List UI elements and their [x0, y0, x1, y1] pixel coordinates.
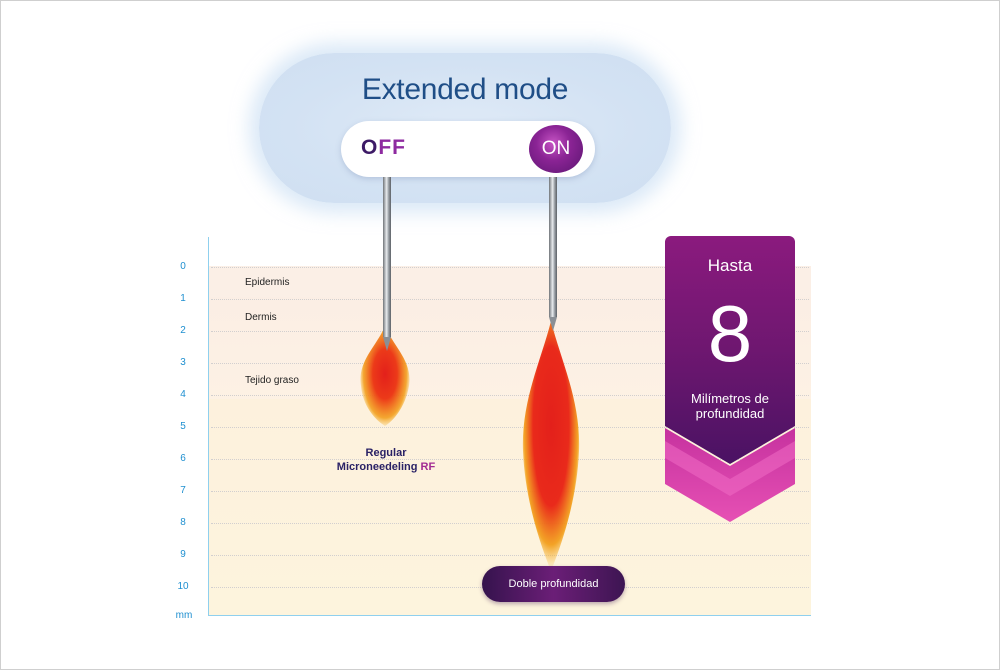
layer-label-dermis: Dermis — [245, 312, 277, 323]
toggle-off-label-o: O — [361, 136, 379, 159]
depth-tick-label: 8 — [180, 517, 186, 528]
banner-suffix: Milímetros de profundidad — [665, 391, 795, 421]
regular-needle — [383, 177, 391, 337]
depth-gridline — [211, 267, 809, 268]
depth-tick-label: 6 — [180, 453, 186, 464]
depth-tick-label: 3 — [180, 357, 186, 368]
depth-gridline — [211, 427, 809, 428]
depth-axis-line — [208, 237, 209, 616]
depth-tick-label: 4 — [180, 389, 186, 400]
depth-gridline — [211, 363, 809, 364]
depth-gridline — [211, 331, 809, 332]
depth-tick-label: 10 — [177, 581, 189, 592]
extended-needle-tip — [549, 317, 557, 331]
banner-prefix: Hasta — [707, 256, 753, 275]
depth-tick-label: 0 — [180, 261, 186, 272]
mode-title: Extended mode — [361, 73, 569, 106]
depth-gridline — [211, 459, 809, 460]
depth-tick-label: 2 — [180, 325, 186, 336]
extended-heat-flame — [522, 321, 580, 571]
layer-label-fat-tissue: Tejido graso — [245, 375, 299, 386]
banner-suffix-line1: Milímetros de — [690, 391, 770, 406]
layer-label-epidermis: Epidermis — [245, 277, 290, 288]
depth-banner — [665, 236, 795, 522]
extended-needle — [549, 177, 557, 317]
regular-method-line2: Microneedeling RF — [301, 460, 471, 474]
depth-gridline — [211, 555, 809, 556]
depth-gridline — [211, 491, 809, 492]
depth-axis-unit: mm — [175, 610, 193, 621]
depth-axis-baseline — [208, 615, 811, 616]
banner-number: 8 — [707, 289, 753, 378]
banner-suffix-line2: profundidad — [695, 406, 765, 421]
toggle-on-label: ON — [541, 138, 571, 159]
depth-tick-label: 1 — [180, 293, 186, 304]
depth-gridline — [211, 395, 809, 396]
depth-gridline — [211, 299, 809, 300]
regular-needle-tip — [383, 337, 391, 351]
extended-method-badge: Doble profundidad — [482, 566, 625, 602]
toggle-on-knob[interactable]: ON — [529, 125, 583, 173]
toggle-off-label-ff: FF — [378, 136, 406, 159]
depth-tick-label: 9 — [180, 549, 186, 560]
regular-method-rf: RF — [420, 461, 436, 473]
regular-heat-flame — [360, 326, 410, 426]
depth-gridline — [211, 523, 809, 524]
regular-method-line1: Regular — [365, 447, 407, 459]
regular-method-label: Regular Microneedeling RF — [301, 446, 471, 474]
depth-tick-label: 7 — [180, 485, 186, 496]
regular-method-name: Microneedeling — [336, 461, 418, 473]
depth-tick-label: 5 — [180, 421, 186, 432]
extended-method-label: Doble profundidad — [508, 578, 599, 590]
toggle-off-label: OFF — [361, 136, 406, 160]
